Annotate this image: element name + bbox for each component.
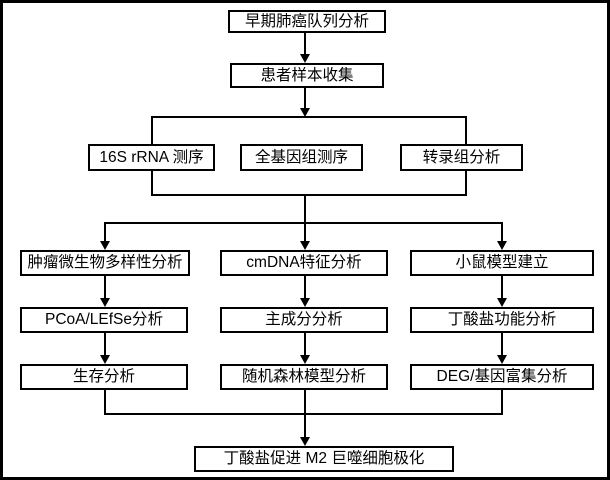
node-butyrate-function-analysis: 丁酸盐功能分析 <box>410 307 594 333</box>
node-transcriptome-analysis: 转录组分析 <box>400 144 523 171</box>
node-patient-sample-collection: 患者样本收集 <box>230 63 384 88</box>
node-mouse-model-construction: 小鼠模型建立 <box>410 250 594 276</box>
node-cmdna-feature-analysis: cmDNA特征分析 <box>220 250 388 276</box>
node-conclusion-butyrate-m2-macrophage-polarization: 丁酸盐促进 M2 巨噬细胞极化 <box>194 446 454 472</box>
node-survival-analysis: 生存分析 <box>20 364 188 390</box>
node-random-forest-model-analysis: 随机森林模型分析 <box>220 364 388 390</box>
node-16s-rrna-sequencing: 16S rRNA 测序 <box>88 144 215 171</box>
node-pcoa-lefse-analysis: PCoA/LEfSe分析 <box>20 307 188 333</box>
node-deg-gene-enrichment-analysis: DEG/基因富集分析 <box>410 364 594 390</box>
node-early-lung-cancer-cohort-analysis: 早期肺癌队列分析 <box>228 10 386 33</box>
node-whole-genome-sequencing: 全基因组测序 <box>240 144 363 171</box>
node-principal-component-analysis: 主成分分析 <box>220 307 388 333</box>
node-tumor-microbiome-diversity-analysis: 肿瘤微生物多样性分析 <box>20 250 190 276</box>
